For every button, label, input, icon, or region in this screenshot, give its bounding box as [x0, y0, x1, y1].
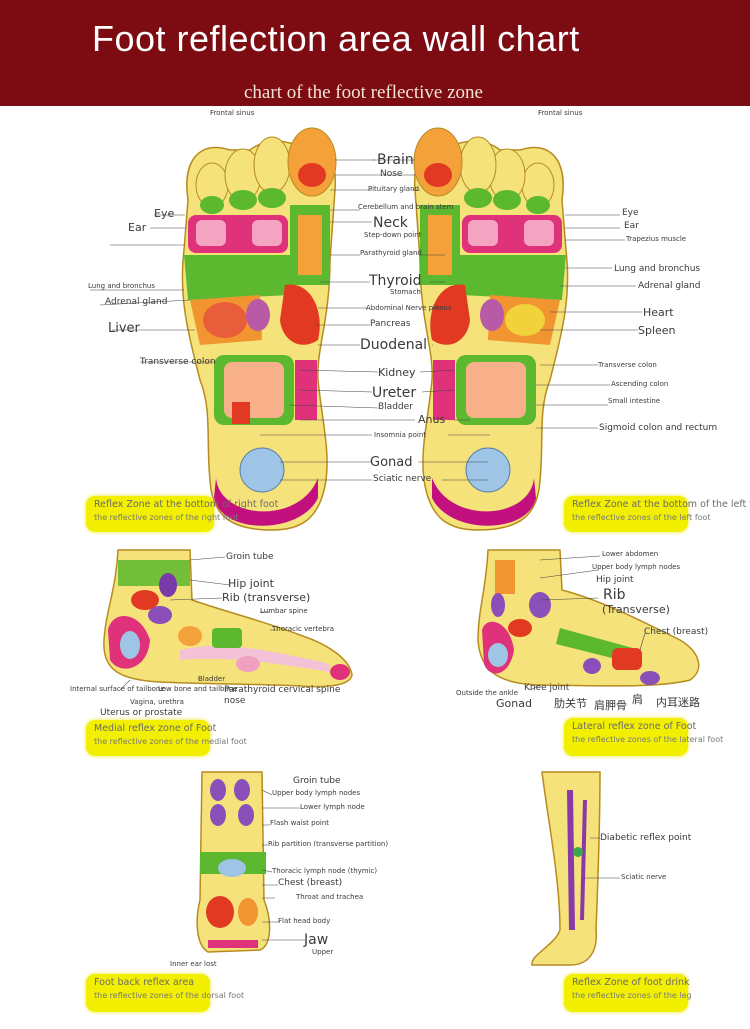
- label-adrenal-r: Adrenal gland: [105, 298, 167, 307]
- label-elbow: 肋关节: [554, 698, 587, 709]
- label-stomach: Stomach: [390, 289, 421, 296]
- caption-dorsal-line1: Foot back reflex area: [94, 977, 194, 988]
- label-rib-partition: Rib partition (transverse partition): [268, 841, 388, 848]
- label-frontal-sinus-r: Frontal sinus: [210, 110, 254, 117]
- label-lower-lymph: Lower lymph node: [300, 804, 365, 811]
- caption-lateral-line2: the reflective zones of the lateral foot: [572, 735, 723, 744]
- caption-left-sole: Reflex Zone at the bottom of the left fo…: [564, 496, 688, 532]
- label-ascending: Ascending colon: [611, 381, 668, 388]
- label-hip-medial: Hip joint: [228, 578, 274, 589]
- label-ear-r: Ear: [128, 222, 146, 233]
- label-knee: Knee joint: [524, 684, 569, 693]
- label-frontal-sinus-l: Frontal sinus: [538, 110, 582, 117]
- label-flash-waist: Flash waist point: [270, 820, 329, 827]
- label-shoulder: 肩: [632, 694, 643, 705]
- label-sciatic-leg: Sciatic nerve: [621, 874, 666, 881]
- label-sciatic: Sciatic nerve: [373, 475, 431, 484]
- label-chest-dorsal: Chest (breast): [278, 879, 342, 888]
- label-chest-lateral: Chest (breast): [644, 628, 708, 637]
- label-kidney: Kidney: [378, 367, 416, 378]
- label-eye-r: Eye: [154, 208, 174, 219]
- caption-right-sole-line1: Reflex Zone at the bottom of right foot: [94, 499, 278, 510]
- caption-left-sole-line1: Reflex Zone at the bottom of the left fo…: [572, 499, 750, 510]
- label-parathyroid: Parathyroid gland: [360, 250, 422, 257]
- label-eye-l: Eye: [622, 209, 639, 218]
- medial-foot-illustration: [104, 550, 352, 687]
- label-jaw: Jaw: [304, 933, 328, 947]
- label-uterus: Uterus or prostate: [100, 709, 182, 718]
- label-outside-ankle: Outside the ankle: [456, 690, 518, 697]
- label-neck: Neck: [373, 216, 408, 230]
- label-internal-tailbone: Internal surface of tailbone: [70, 686, 165, 693]
- label-liver-r: Liver: [108, 322, 140, 335]
- label-inner-ear: 内耳迷路: [656, 697, 700, 708]
- caption-right-sole: Reflex Zone at the bottom of right foot …: [86, 496, 214, 532]
- label-transverse-l: Transverse colon: [598, 362, 657, 369]
- caption-medial-line1: Medial reflex zone of Foot: [94, 723, 216, 734]
- label-transverse-lateral: (Transverse): [602, 604, 670, 615]
- label-scapula: 肩胛骨: [594, 700, 627, 711]
- caption-medial: Medial reflex zone of Foot the reflectiv…: [86, 720, 210, 756]
- label-adrenal-l: Adrenal gland: [638, 282, 700, 291]
- label-anus: Anus: [418, 414, 445, 425]
- label-ureter: Ureter: [372, 386, 416, 400]
- caption-lateral-line1: Lateral reflex zone of Foot: [572, 721, 696, 732]
- caption-lateral: Lateral reflex zone of Foot the reflecti…: [564, 718, 688, 756]
- label-diabetic: Diabetic reflex point: [600, 834, 691, 843]
- label-flat-head: Flat head body: [278, 918, 330, 925]
- label-transverse-r: Transverse colon: [140, 358, 216, 367]
- label-rib-lateral: Rib: [603, 588, 626, 602]
- leg-illustration: [532, 772, 600, 965]
- label-insomnia: Insomnia point: [374, 432, 426, 439]
- label-groin-dorsal: Groin tube: [293, 777, 341, 786]
- caption-dorsal: Foot back reflex area the reflective zon…: [86, 974, 210, 1012]
- left-sole-illustration: [414, 128, 568, 530]
- label-small-intestine: Small intestine: [608, 398, 660, 405]
- label-stepdown: Step-down point: [364, 232, 421, 239]
- label-lower-abdomen: Lower abdomen: [602, 551, 658, 558]
- caption-leg-line2: the reflective zones of the leg: [572, 991, 692, 1000]
- label-brain: Brain: [377, 153, 414, 167]
- caption-leg-line1: Reflex Zone of foot drink: [572, 977, 690, 988]
- label-throat: Throat and trachea: [296, 894, 363, 901]
- label-ear-l: Ear: [624, 222, 639, 231]
- label-upper-lymph-dorsal: Upper body lymph nodes: [272, 790, 360, 797]
- caption-medial-line2: the reflective zones of the medial foot: [94, 737, 247, 746]
- label-parathyroid-cervical: Parathyroid cervical spine: [224, 686, 340, 695]
- label-upper: Upper: [312, 949, 333, 956]
- right-sole-illustration: [182, 128, 336, 530]
- label-spleen: Spleen: [638, 325, 676, 336]
- label-lung-l: Lung and bronchus: [614, 265, 700, 274]
- caption-leg: Reflex Zone of foot drink the reflective…: [564, 974, 688, 1012]
- label-duodenal: Duodenal: [360, 338, 427, 352]
- label-bladder: Bladder: [378, 403, 413, 412]
- dorsal-foot-illustration: [197, 772, 269, 952]
- label-heart: Heart: [643, 307, 674, 318]
- label-bladder-medial: Bladder: [198, 676, 225, 683]
- label-upper-lymph-lat: Upper body lymph nodes: [592, 564, 680, 571]
- label-thoracic: Thoracic vertebra: [272, 626, 334, 633]
- label-hip-lateral: Hip joint: [596, 576, 634, 585]
- label-lumbar: Lumbar spine: [260, 608, 308, 615]
- label-groin-medial: Groin tube: [226, 553, 274, 562]
- label-abdominal: Abdominal Nerve plexus: [366, 305, 452, 312]
- caption-right-sole-line2: the reflective zones of the right foot: [94, 513, 238, 522]
- label-gonad: Gonad: [370, 456, 413, 469]
- caption-dorsal-line2: the reflective zones of the dorsal foot: [94, 991, 244, 1000]
- label-thoracic-lymph: Thoracic lymph node (thymic): [272, 868, 377, 875]
- label-trapezius: Trapezius muscle: [626, 236, 686, 243]
- label-rib-medial: Rib (transverse): [222, 592, 310, 603]
- label-nose: Nose: [380, 170, 402, 179]
- caption-left-sole-line2: the reflective zones of the left foot: [572, 513, 711, 522]
- label-pituitary: Pituitary gland: [368, 186, 419, 193]
- label-sigmoid: Sigmoid colon and rectum: [599, 424, 717, 433]
- label-nose-medial: nose: [224, 697, 245, 706]
- label-pancreas: Pancreas: [370, 320, 410, 329]
- label-lung-r: Lung and bronchus: [88, 283, 155, 290]
- label-thyroid: Thyroid: [369, 274, 422, 288]
- label-vagina: Vagina, urethra: [130, 699, 184, 706]
- label-gonad-lateral: Gonad: [496, 698, 532, 709]
- label-cerebellum: Cerebellum and brain stem: [358, 204, 453, 211]
- label-inner-ear-lost: Inner ear lost: [170, 961, 217, 968]
